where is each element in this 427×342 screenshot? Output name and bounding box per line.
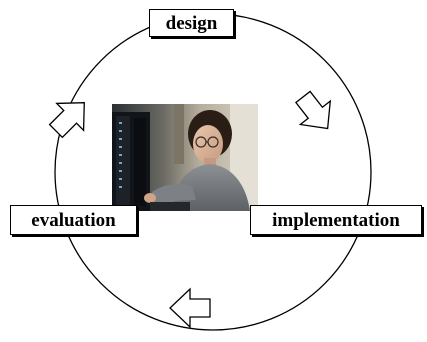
block-arrow-icon <box>48 102 85 139</box>
arrow-implementation-to-evaluation <box>169 287 211 329</box>
arrow-design-to-implementation <box>294 90 332 130</box>
stage-label-implementation-text: implementation <box>272 209 400 231</box>
stage-label-evaluation-text: evaluation <box>31 209 116 231</box>
stage-label-evaluation: evaluation <box>10 205 137 235</box>
arrow-evaluation-to-design <box>48 102 85 139</box>
stage-label-design-text: design <box>165 12 218 34</box>
block-arrow-icon <box>169 287 211 329</box>
photo-image <box>112 104 258 211</box>
stage-label-design: design <box>149 9 234 37</box>
block-arrow-icon <box>294 90 332 130</box>
stage-label-implementation: implementation <box>250 205 422 235</box>
